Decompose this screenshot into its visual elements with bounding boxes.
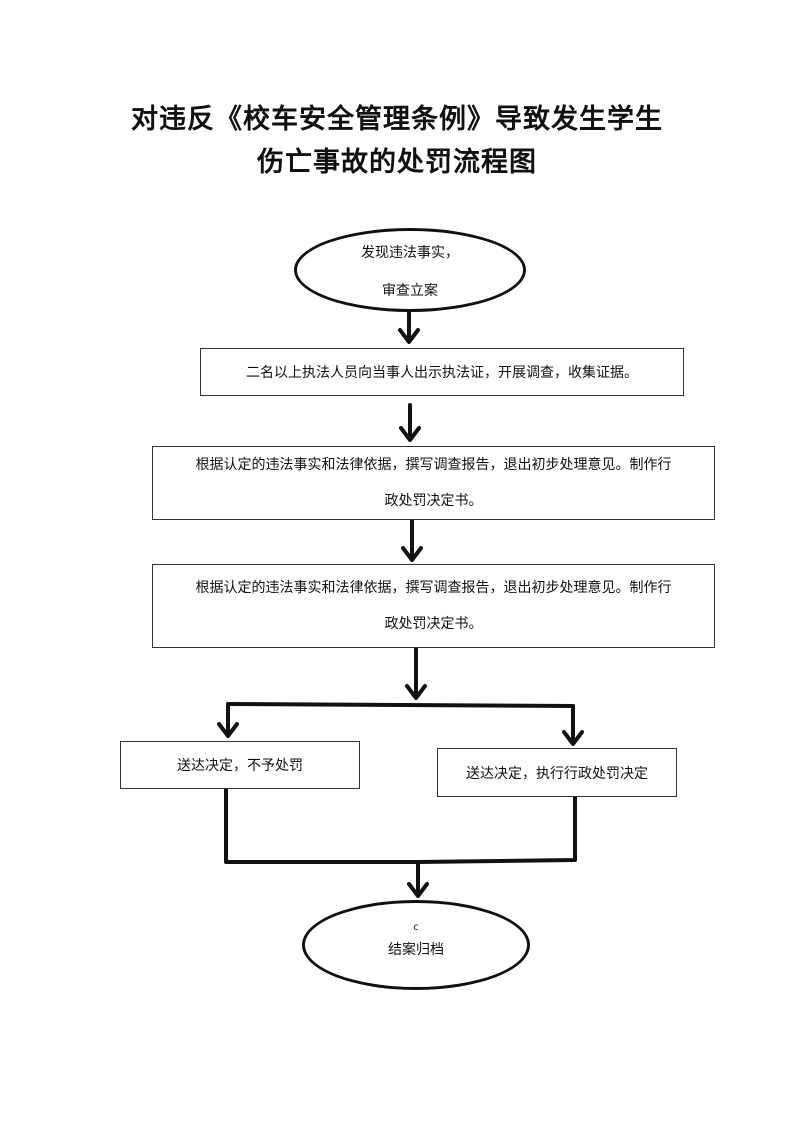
start-node-line-1: 发现违法事实， [361,245,459,261]
arrowhead-split [405,684,427,700]
page-title-line-1: 对违反《校车安全管理条例》导致发生学生 [131,104,663,135]
step-1-box: 二名以上执法人员向当事人出示执法证，开展调查，收集证据。 [200,348,684,396]
end-node-label: 结案归档 [388,942,444,958]
arrowhead-step2 [399,426,421,442]
step-3-text-line-2: 政处罚决定书。 [384,616,483,632]
merge-left-line [224,788,420,864]
split-bar [226,702,575,708]
branch-right-box: 送达决定，执行行政处罚决定 [437,748,677,797]
branch-left-box: 送达决定，不予处罚 [120,741,360,789]
branch-right-text: 送达决定，执行行政处罚决定 [466,765,648,782]
start-node-line-2: 审查立案 [382,283,438,299]
step-2-text-line-2: 政处罚决定书。 [384,493,483,509]
step-2-text-line-1: 根据认定的违法事实和法律依据，撰写调查报告，退出初步处理意见。制作行 [195,457,672,473]
step-1-text: 二名以上执法人员向当事人出示执法证，开展调查，收集证据。 [246,365,638,381]
arrowhead-step1 [398,328,420,344]
step-3-box: 根据认定的违法事实和法律依据，撰写调查报告，退出初步处理意见。制作行 政处罚决定… [152,564,715,648]
arrowhead-right [562,730,584,746]
arrowhead-end [407,882,429,898]
merge-right-line [416,795,577,864]
end-node: c 结案归档 [302,900,530,990]
page-title-line-2: 伤亡事故的处罚流程图 [257,147,537,178]
step-2-box: 根据认定的违法事实和法律依据，撰写调查报告，退出初步处理意见。制作行 政处罚决定… [152,446,715,520]
start-node: 发现违法事实， 审查立案 [294,228,526,312]
step-3-text-line-1: 根据认定的违法事实和法律依据，撰写调查报告，退出初步处理意见。制作行 [195,580,672,596]
arrowhead-left [217,722,239,738]
branch-left-text: 送达决定，不予处罚 [177,758,303,774]
end-node-mark: c [413,922,419,933]
arrowhead-step3 [401,546,423,562]
